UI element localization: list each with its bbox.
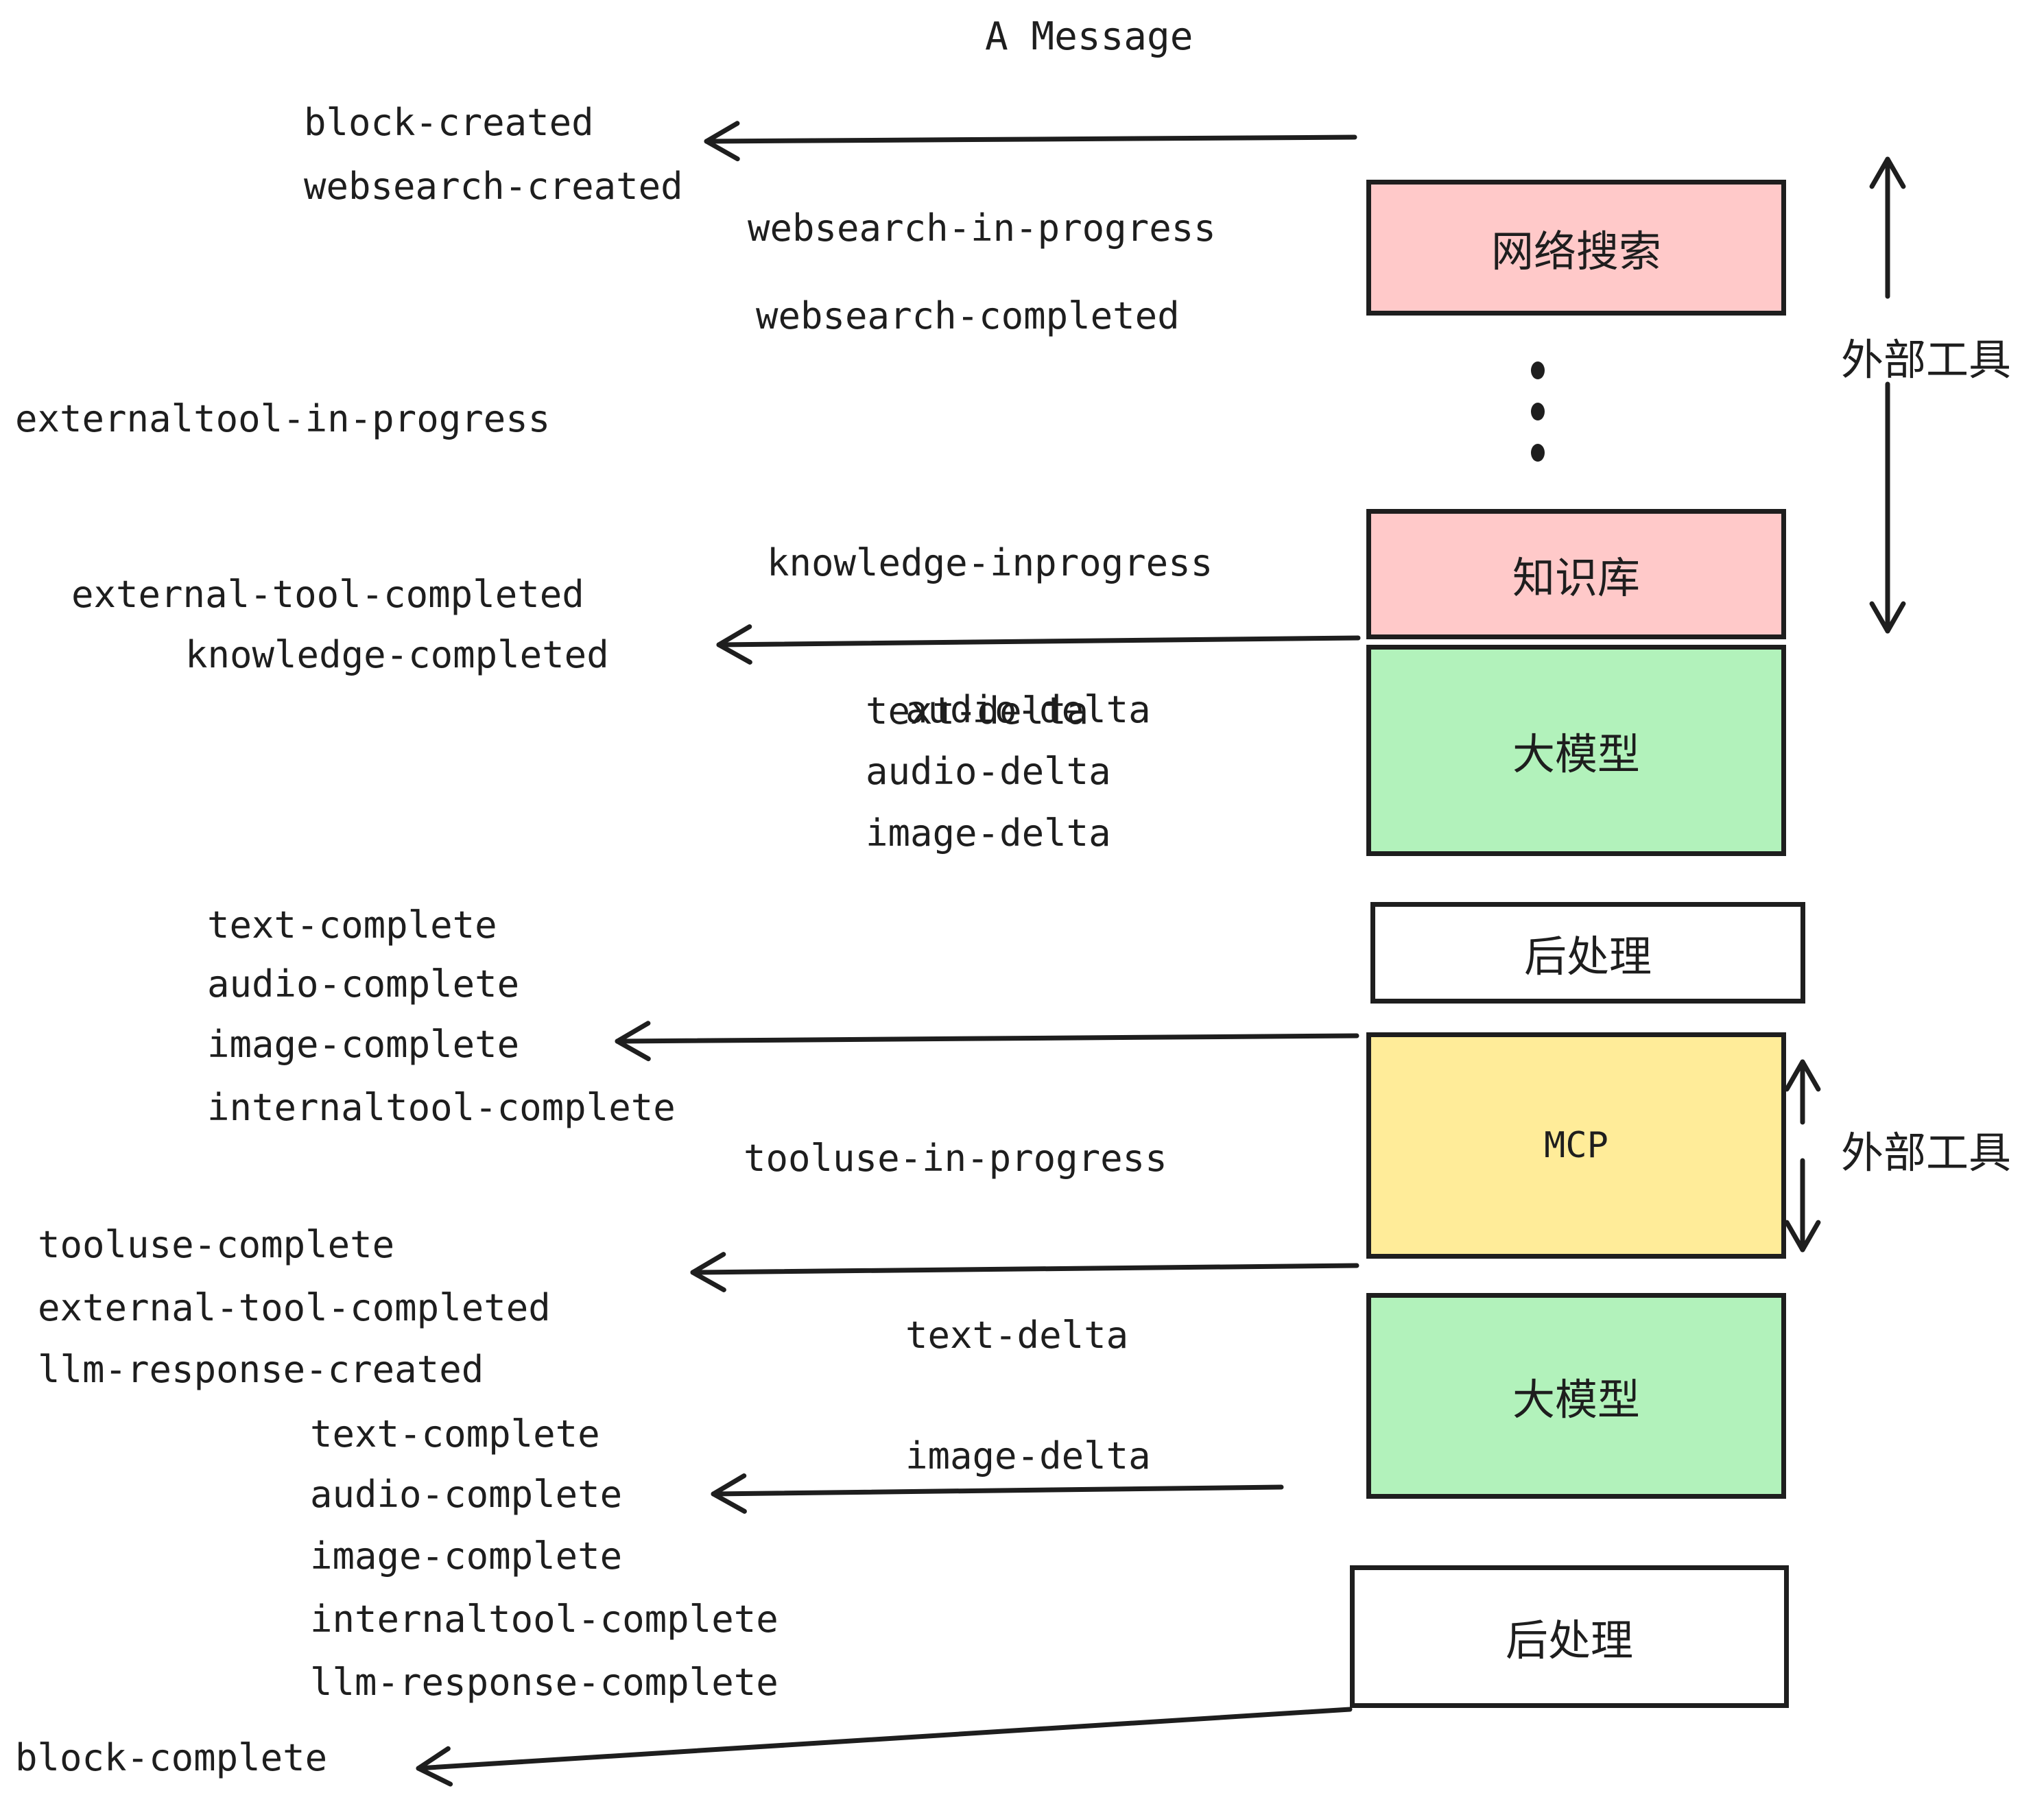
- event-label-image-delta-1: image-delta: [866, 811, 1111, 855]
- event-label-image-complete-2: image-complete: [310, 1534, 623, 1578]
- event-label-tooluse-in-progress: tooluse-in-progress: [744, 1137, 1167, 1180]
- node-postprocess-bottom[interactable]: 后处理: [1350, 1565, 1789, 1708]
- ellipsis-dot: [1531, 444, 1545, 462]
- node-llm-top[interactable]: 大模型: [1366, 645, 1786, 856]
- event-label-knowledge-completed: knowledge-completed: [185, 633, 609, 676]
- node-knowledge[interactable]: 知识库: [1366, 509, 1786, 639]
- event-label-externaltool-in-progress: externaltool-in-progress: [15, 397, 551, 440]
- ellipsis-dot: [1531, 403, 1545, 420]
- event-label-audio-delta-1: audio-delta: [866, 750, 1111, 793]
- arrow-image-complete: [615, 1021, 1359, 1062]
- event-label-websearch-in-progress: websearch-in-progress: [748, 206, 1216, 250]
- event-label-block-complete: block-complete: [15, 1736, 328, 1779]
- page-title: A Message: [985, 14, 1193, 59]
- event-label-audio-delta-2: audio-delta: [905, 688, 1151, 731]
- node-label: 大模型: [1512, 1375, 1640, 1425]
- node-label: 网络搜索: [1490, 226, 1661, 276]
- node-label: MCP: [1544, 1125, 1608, 1166]
- event-label-websearch-created: websearch-created: [304, 165, 683, 208]
- node-label: 大模型: [1512, 729, 1640, 779]
- event-label-external-tool-completed-2: external-tool-completed: [38, 1286, 551, 1329]
- event-label-knowledge-inprogress: knowledge-inprogress: [767, 541, 1213, 584]
- event-label-image-complete-1: image-complete: [207, 1023, 520, 1066]
- event-label-tooluse-complete: tooluse-complete: [38, 1223, 395, 1266]
- event-label-image-delta-2: image-delta: [905, 1434, 1151, 1477]
- vertical-ellipsis-icon: [1531, 350, 1545, 473]
- ellipsis-dot: [1531, 361, 1545, 379]
- event-label-text-delta-1: text-delta: [866, 689, 1089, 733]
- event-label-text-complete-2: text-complete: [310, 1412, 600, 1456]
- event-label-audio-complete-2: audio-complete: [310, 1473, 623, 1516]
- event-label-block-created: block-created: [304, 101, 594, 144]
- node-mcp[interactable]: MCP: [1366, 1032, 1786, 1259]
- arrow-audio-complete: [711, 1473, 1284, 1514]
- event-label-text-delta-2: text-delta: [905, 1314, 1129, 1357]
- event-label-websearch-completed: websearch-completed: [756, 294, 1180, 337]
- event-label-internaltool-complete-1: internaltool-complete: [207, 1086, 676, 1129]
- ext-tool-down-top: [1869, 381, 1906, 634]
- event-label-text-complete-1: text-complete: [207, 903, 497, 947]
- arrow-block-created: [704, 121, 1357, 162]
- node-llm-bottom[interactable]: 大模型: [1366, 1293, 1786, 1499]
- ext-tool-down-bottom: [1784, 1158, 1821, 1253]
- annotation-external-tools-top: 外部工具: [1841, 335, 2012, 385]
- node-label: 后处理: [1523, 931, 1652, 982]
- event-label-external-tool-completed-1: external-tool-completed: [71, 573, 584, 616]
- ext-tool-up-bottom: [1784, 1059, 1821, 1125]
- arrow-tooluse-complete: [690, 1252, 1359, 1292]
- node-label: 知识库: [1512, 553, 1640, 603]
- event-label-llm-response-created: llm-response-created: [38, 1348, 484, 1391]
- node-label: 后处理: [1505, 1615, 1633, 1665]
- arrow-block-complete: [416, 1707, 1353, 1787]
- ext-tool-up-top: [1869, 156, 1906, 299]
- node-websearch[interactable]: 网络搜索: [1366, 180, 1786, 316]
- event-label-audio-complete-1: audio-complete: [207, 962, 520, 1006]
- node-postprocess-top[interactable]: 后处理: [1370, 902, 1805, 1004]
- event-label-llm-response-complete: llm-response-complete: [310, 1661, 779, 1704]
- annotation-external-tools-bottom: 外部工具: [1841, 1128, 2012, 1178]
- event-label-internaltool-complete-2: internaltool-complete: [310, 1598, 779, 1641]
- arrow-knowledge-done: [716, 624, 1361, 665]
